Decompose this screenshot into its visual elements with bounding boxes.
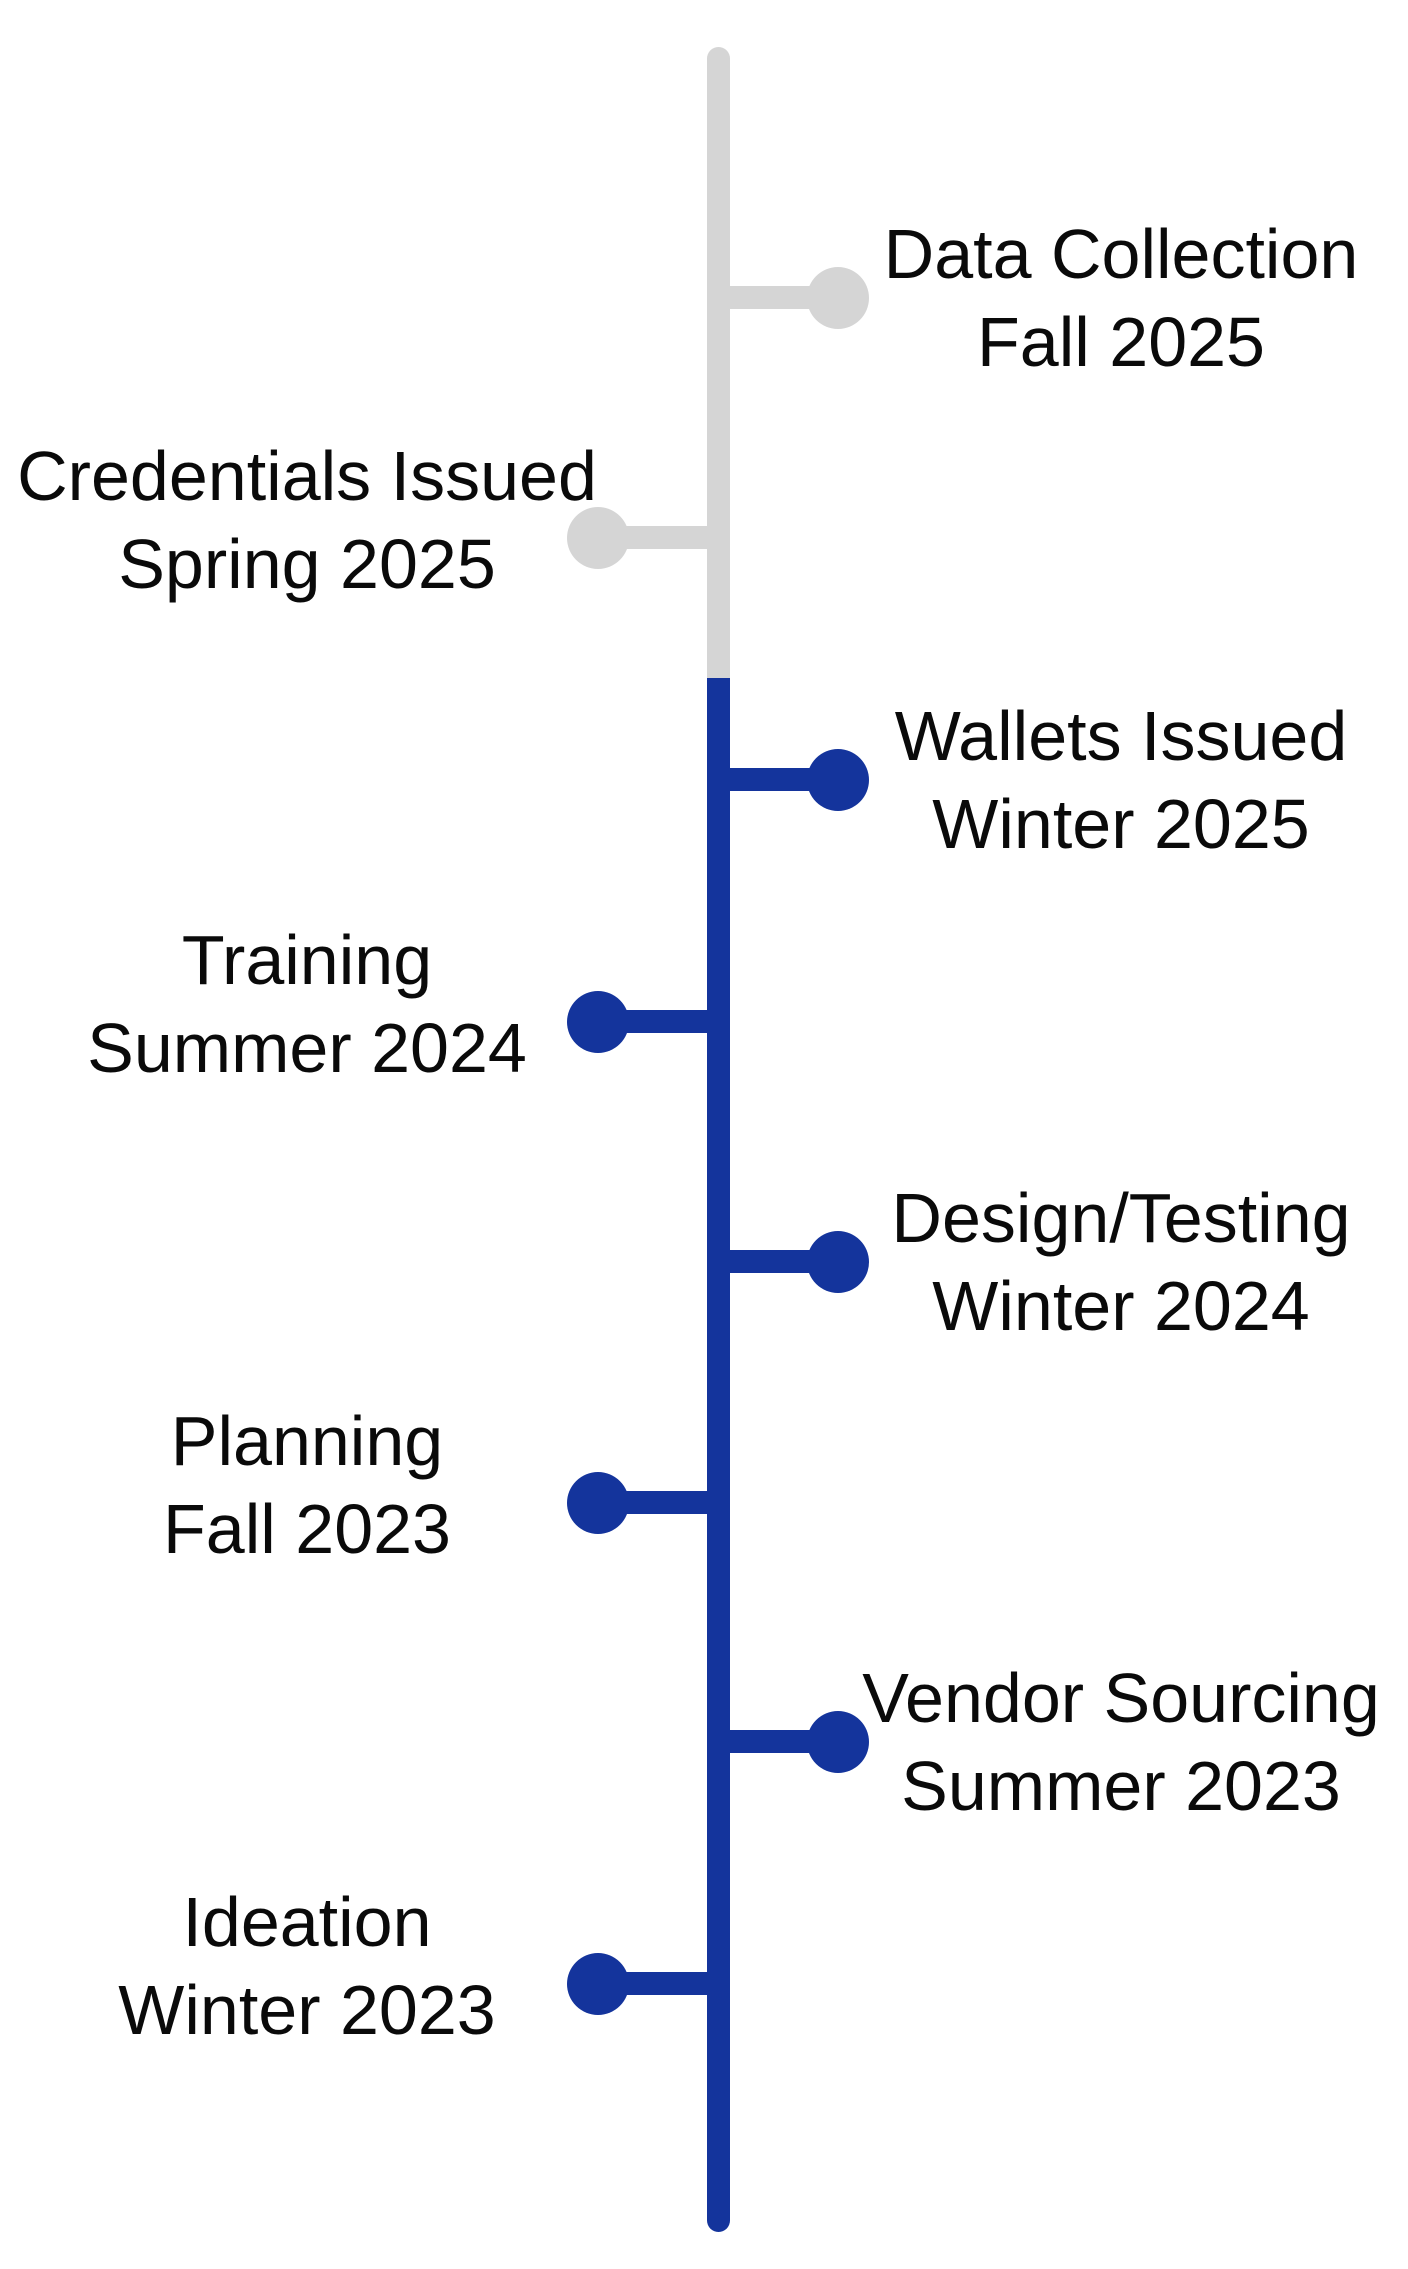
timeline-spine-upcoming-segment <box>707 47 730 678</box>
event-title: Ideation <box>182 1883 432 1961</box>
event-title: Design/Testing <box>891 1179 1351 1257</box>
timeline-event-label: Design/Testing Winter 2024 <box>891 1174 1350 1350</box>
timeline-event-label: Vendor Sourcing Summer 2023 <box>862 1654 1380 1830</box>
event-date: Fall 2025 <box>977 303 1265 381</box>
timeline-event-label: Ideation Winter 2023 <box>118 1878 495 2054</box>
event-title: Planning <box>170 1402 444 1480</box>
timeline-node-dot <box>807 1711 869 1773</box>
timeline-node-dot <box>567 1472 629 1534</box>
timeline-event-label: Credentials Issued Spring 2025 <box>17 432 597 608</box>
event-title: Wallets Issued <box>894 697 1348 775</box>
timeline-node-dot <box>807 749 869 811</box>
timeline-node-dot <box>807 267 869 329</box>
event-title: Credentials Issued <box>17 437 597 515</box>
timeline-event-label: Data Collection Fall 2025 <box>884 210 1359 386</box>
timeline-event-label: Training Summer 2024 <box>87 916 527 1092</box>
timeline-event-label: Planning Fall 2023 <box>163 1397 451 1573</box>
event-date: Winter 2023 <box>118 1971 496 2049</box>
event-date: Fall 2023 <box>163 1490 451 1568</box>
timeline-node-dot <box>807 1231 869 1293</box>
timeline-node-dot <box>567 507 629 569</box>
timeline-spine-completed-segment <box>707 678 730 2232</box>
event-title: Training <box>181 921 433 999</box>
timeline-event-label: Wallets Issued Winter 2025 <box>895 692 1348 868</box>
event-date: Summer 2023 <box>901 1747 1341 1825</box>
timeline-node-dot <box>567 991 629 1053</box>
event-date: Winter 2024 <box>932 1267 1310 1345</box>
event-title: Data Collection <box>883 215 1359 293</box>
event-date: Winter 2025 <box>932 785 1310 863</box>
event-date: Spring 2025 <box>118 525 496 603</box>
timeline-node-dot <box>567 1953 629 2015</box>
event-title: Vendor Sourcing <box>862 1659 1380 1737</box>
event-date: Summer 2024 <box>87 1009 527 1087</box>
